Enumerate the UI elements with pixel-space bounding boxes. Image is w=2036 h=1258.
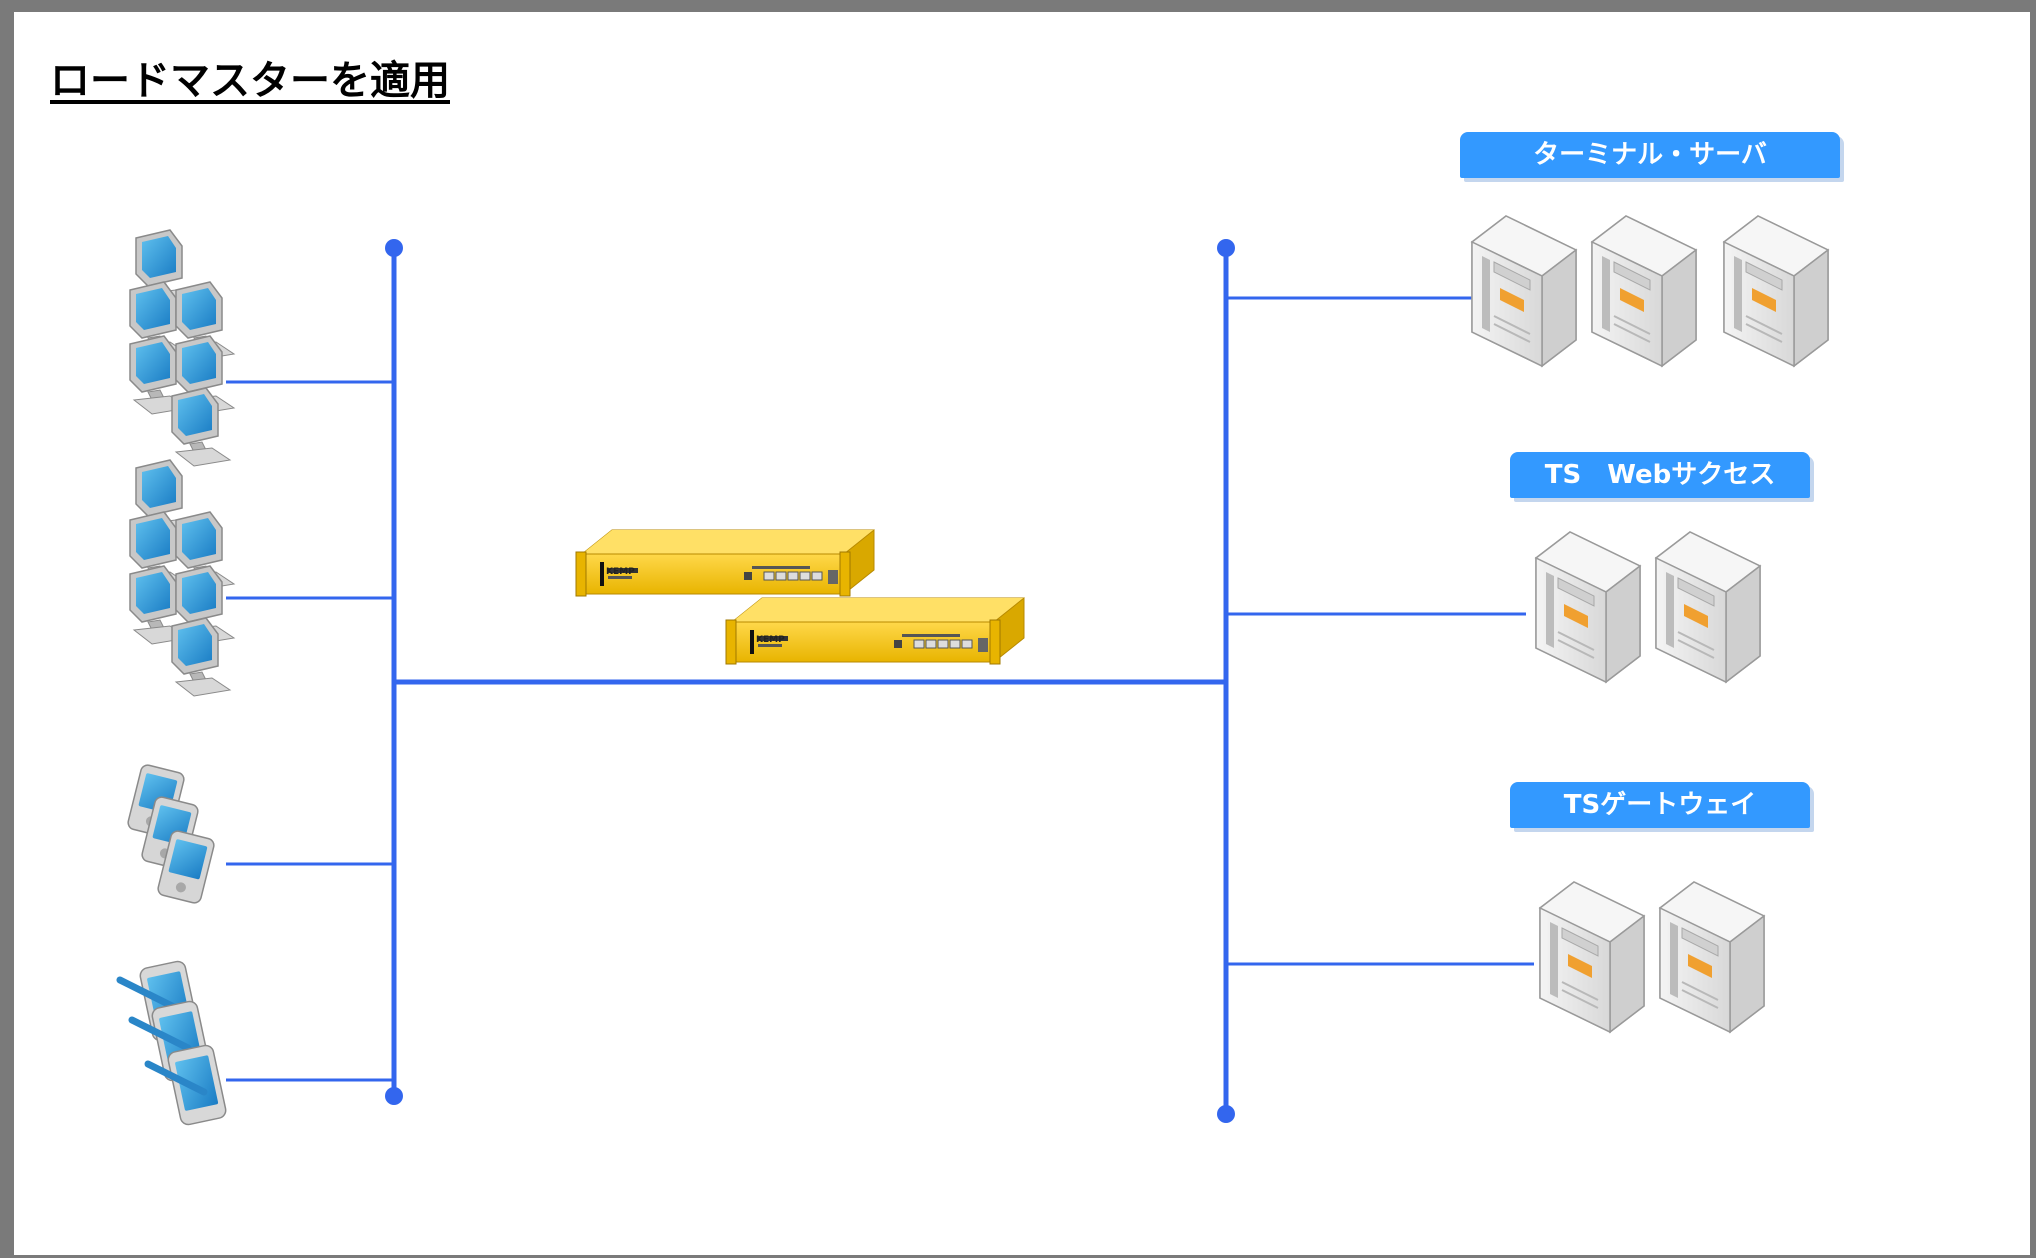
network-links bbox=[226, 248, 1534, 1114]
desktop-computer-icon bbox=[129, 459, 235, 697]
server-icon bbox=[1471, 215, 1829, 367]
svg-text:KEMP: KEMP bbox=[756, 635, 785, 645]
pda-icon bbox=[125, 762, 217, 906]
page-title: ロードマスターを適用 bbox=[50, 58, 450, 104]
label-terminal-server: ターミナル・サーバ bbox=[1460, 132, 1840, 178]
desktop-computer-icon bbox=[129, 229, 235, 467]
svg-text:KEMP: KEMP bbox=[606, 567, 635, 577]
label-ts-web-access: TS Webサクセス bbox=[1510, 452, 1810, 498]
tablet-pen-icon bbox=[120, 960, 227, 1126]
bus-endpoint-dot bbox=[1217, 239, 1235, 257]
label-ts-gateway: TSゲートウェイ bbox=[1510, 782, 1810, 828]
bus-endpoint-dot bbox=[385, 239, 403, 257]
load-balancer-appliance-icon: KEMP KEMP bbox=[575, 529, 1025, 665]
bus-endpoint-dot bbox=[385, 1087, 403, 1105]
bus-endpoint-dot bbox=[1217, 1105, 1235, 1123]
server-icon bbox=[1535, 531, 1761, 683]
server-icon bbox=[1539, 881, 1765, 1033]
